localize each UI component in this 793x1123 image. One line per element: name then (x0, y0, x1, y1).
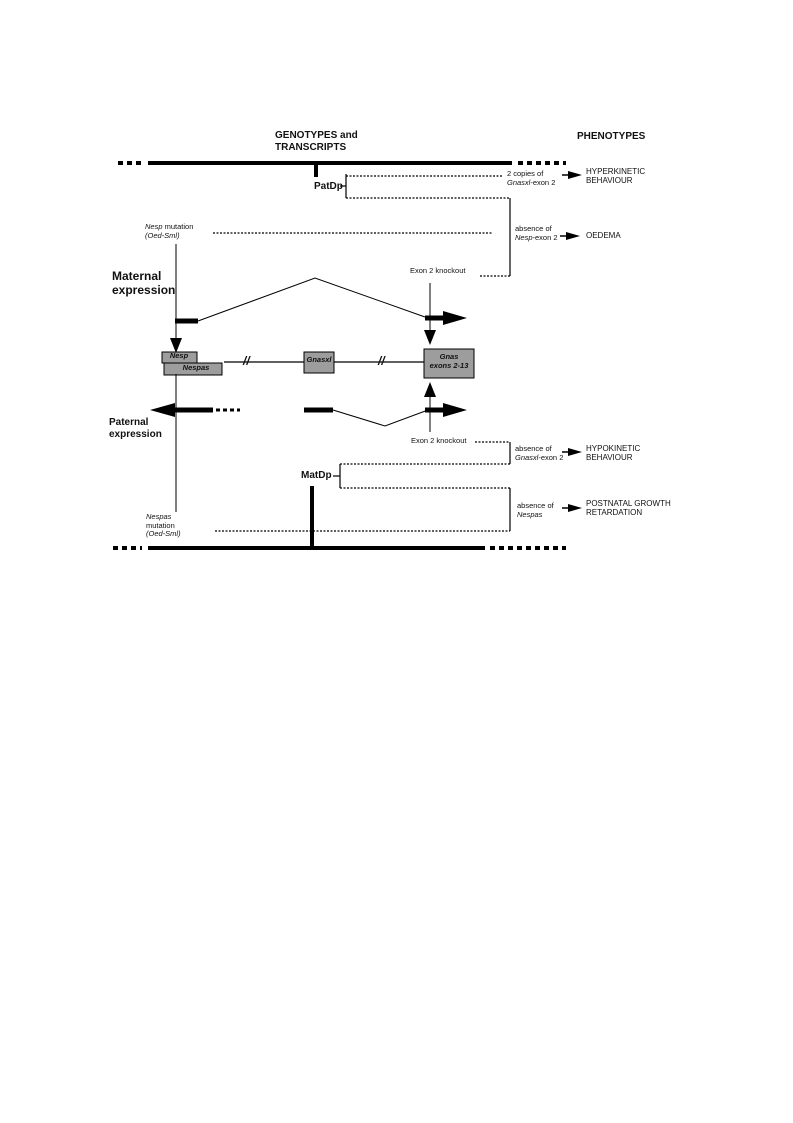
patdp-label: PatDp (314, 181, 343, 192)
gnas-box-label: Gnas exons 2-13 (429, 352, 469, 370)
break-mark-left: // (243, 354, 250, 368)
paternal-expression-label: Paternal expression (109, 417, 162, 440)
phenotype-hyperkinetic: HYPERKINETIC BEHAVIOUR (586, 167, 646, 186)
exon2-knockout-top-label: Exon 2 knockout (410, 266, 466, 275)
exon2-knockout-bottom-label: Exon 2 knockout (411, 436, 467, 445)
paternal-transcripts (150, 403, 467, 427)
nespas-box-label: Nespas (182, 363, 210, 372)
mutation-arrows-bottom (175, 374, 436, 512)
phenotype-oedema: OEDEMA (586, 231, 621, 240)
maternal-chromosome (118, 161, 566, 177)
oedema-arrow-icon (566, 232, 580, 240)
hypokinetic-arrow-icon (568, 448, 582, 456)
hyperkinetic-arrow-icon (568, 171, 582, 179)
growth-retardation-arrow-icon (568, 504, 582, 512)
genotypes-header: GENOTYPES and TRANSCRIPTS (275, 130, 358, 153)
phenotypes-header: PHENOTYPES (577, 131, 646, 142)
gene-locus (161, 348, 475, 379)
gnasxl-box-label: Gnasxl (306, 355, 332, 364)
matdp-label: MatDp (301, 470, 332, 481)
maternal-transcripts (175, 277, 467, 325)
patdp-bracket (213, 174, 511, 277)
phenotype-hypokinetic: HYPOKINETIC BEHAVIOUR (586, 444, 641, 463)
matdp-bracket (215, 441, 511, 532)
nesp-box-label: Nesp (169, 351, 189, 360)
phenotype-growth-retardation: POSTNATAL GROWTH RETARDATION (586, 499, 671, 518)
nesp-mutation-label: Nesp mutation(Oed-Sml) (145, 222, 194, 240)
mutation-arrows-top (170, 244, 436, 353)
break-mark-right: // (378, 354, 385, 368)
maternal-expression-label: Maternal expression (112, 269, 176, 297)
paternal-chromosome (113, 486, 566, 550)
